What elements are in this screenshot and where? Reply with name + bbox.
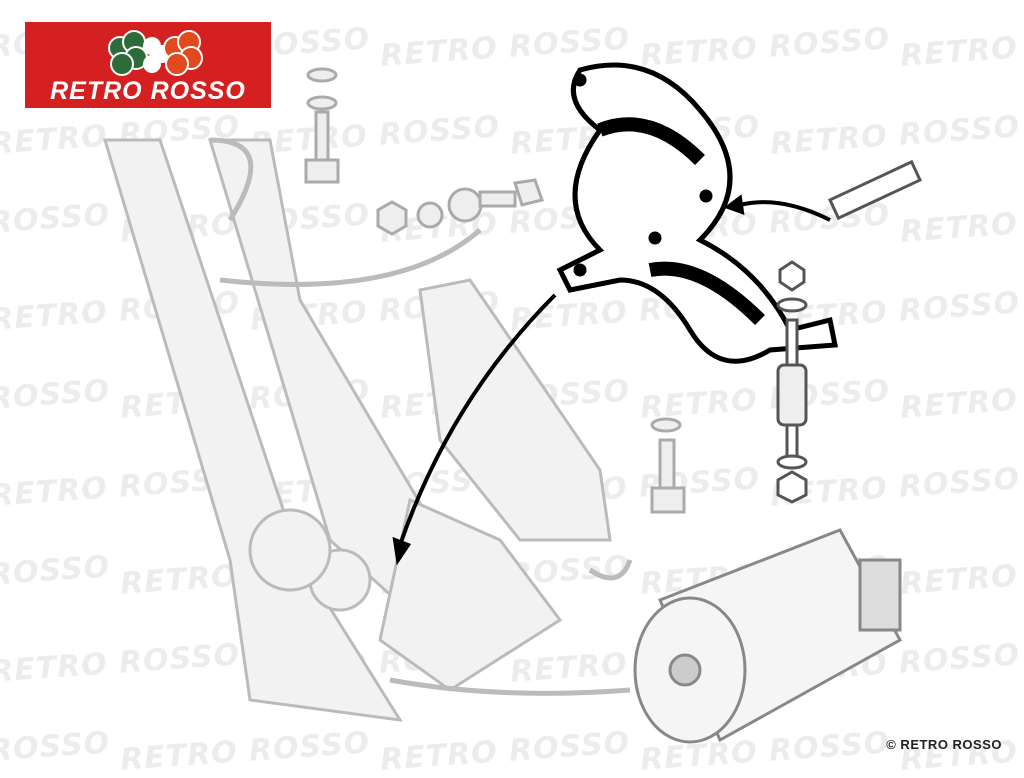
copyright-text: © RETRO ROSSO — [886, 737, 1002, 752]
bracket-assembly — [102, 138, 612, 722]
clover-icon — [108, 30, 203, 76]
hardware-gray — [304, 67, 686, 514]
logo-text: RETRO ROSSO — [50, 77, 246, 105]
retro-rosso-logo: RETRO ROSSO — [25, 22, 271, 108]
arrows-black — [392, 194, 831, 566]
starter-motor — [633, 528, 903, 744]
clamp — [556, 62, 839, 364]
arrows-gray — [209, 137, 633, 696]
mount-hardware — [776, 159, 923, 504]
